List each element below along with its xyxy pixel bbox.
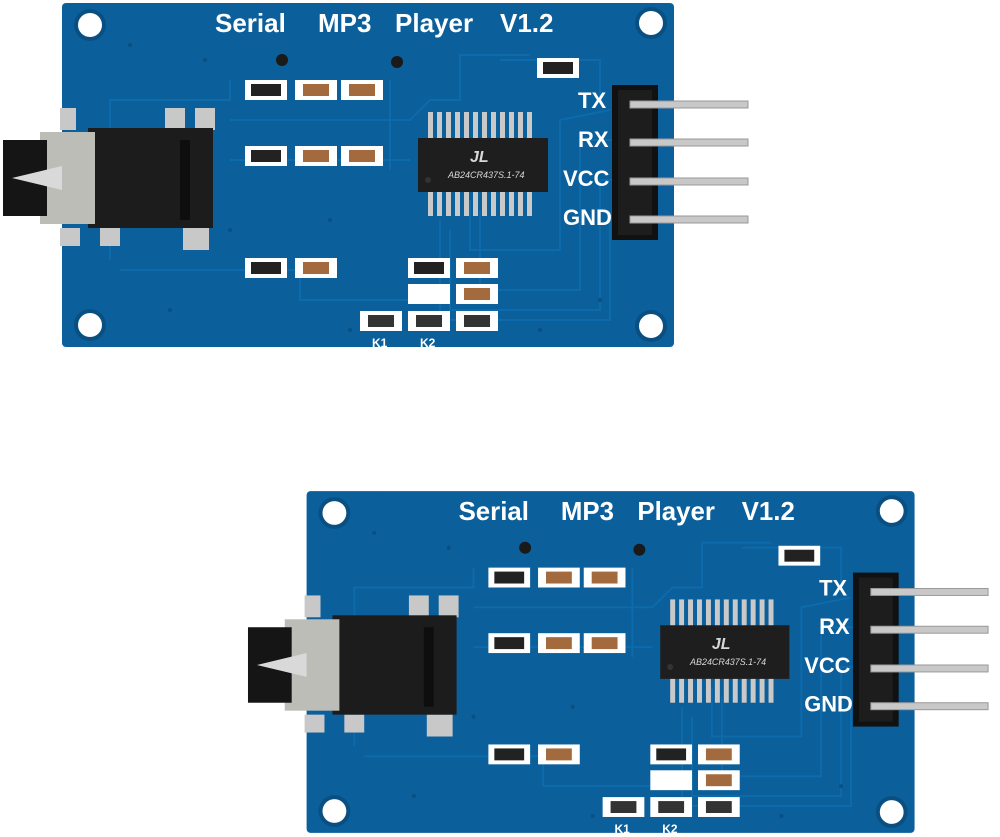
resistor-mark: 201 xyxy=(662,751,676,760)
button-label-k2: K2 xyxy=(662,822,678,836)
title-word-1: Serial xyxy=(215,8,286,38)
mp3-module-board-bottom: Serial MP3 Player V1.2 101 332 xyxy=(245,487,1000,837)
resistor-mark: 332 xyxy=(257,153,271,162)
pin-label-tx: TX xyxy=(578,88,606,113)
pin-label-vcc: VCC xyxy=(563,166,610,191)
pcb xyxy=(306,491,915,833)
resistor-mark: 332 xyxy=(500,640,514,649)
resistor-mark: 201 xyxy=(420,265,434,274)
mp3-module-board-top: Serial MP3 Player V1.2 101 332 xyxy=(0,0,760,350)
button-label-k1: K1 xyxy=(372,336,388,350)
mp3-chip: JL AB24CR437S.1-74 xyxy=(418,112,548,216)
chip-logo: JL xyxy=(470,149,489,166)
via-hole xyxy=(276,54,288,66)
pin-label-gnd: GND xyxy=(563,205,612,230)
resistor-mark: 102 xyxy=(549,65,563,74)
smd-components: 101 332 101 102 201 xyxy=(488,545,821,817)
pin-label-gnd: GND xyxy=(804,692,853,717)
pin-label-vcc: VCC xyxy=(804,653,850,678)
button-label-k2: K2 xyxy=(420,336,436,350)
title-word-3: Player xyxy=(637,498,715,526)
resistor-mark: 101 xyxy=(500,751,514,760)
title-word-4: V1.2 xyxy=(500,8,554,38)
resistor-mark: 101 xyxy=(257,265,271,274)
smd-components: 101 332 101 102 201 xyxy=(245,58,579,331)
title-word-2: MP3 xyxy=(318,8,371,38)
resistor-mark: 101 xyxy=(257,87,271,96)
board-illustration: Serial MP3 Player V1.2 101 332 xyxy=(247,491,989,836)
chip-logo: JL xyxy=(712,636,731,653)
title-word-3: Player xyxy=(395,8,473,38)
mounting-holes xyxy=(74,7,667,342)
pin-header xyxy=(852,572,989,727)
title-word-2: MP3 xyxy=(561,498,614,526)
title-word-4: V1.2 xyxy=(742,498,795,526)
pcb xyxy=(62,3,674,347)
button-pads xyxy=(360,311,450,331)
mounting-holes xyxy=(318,495,908,828)
audio-jack xyxy=(247,595,459,737)
mp3-chip: JL AB24CR437S.1-74 xyxy=(660,599,790,703)
chip-marking: AB24CR437S.1-74 xyxy=(447,170,525,180)
title-word-1: Serial xyxy=(459,498,529,526)
pcb-vias xyxy=(128,43,602,332)
resistor-mark: 101 xyxy=(500,575,514,584)
audio-jack xyxy=(3,108,215,250)
pcb-vias xyxy=(372,530,844,818)
button-pads xyxy=(602,797,693,817)
pin-header xyxy=(612,85,749,240)
via-hole xyxy=(391,56,403,68)
pin-label-rx: RX xyxy=(578,127,609,152)
button-label-k1: K1 xyxy=(615,822,631,836)
via-hole xyxy=(519,541,532,554)
pin-label-rx: RX xyxy=(819,614,850,639)
pin-label-tx: TX xyxy=(819,575,847,600)
chip-marking: AB24CR437S.1-74 xyxy=(689,657,766,667)
resistor-mark: 102 xyxy=(790,553,804,562)
board-illustration: Serial MP3 Player V1.2 101 332 xyxy=(3,3,749,350)
via-hole xyxy=(633,543,646,556)
